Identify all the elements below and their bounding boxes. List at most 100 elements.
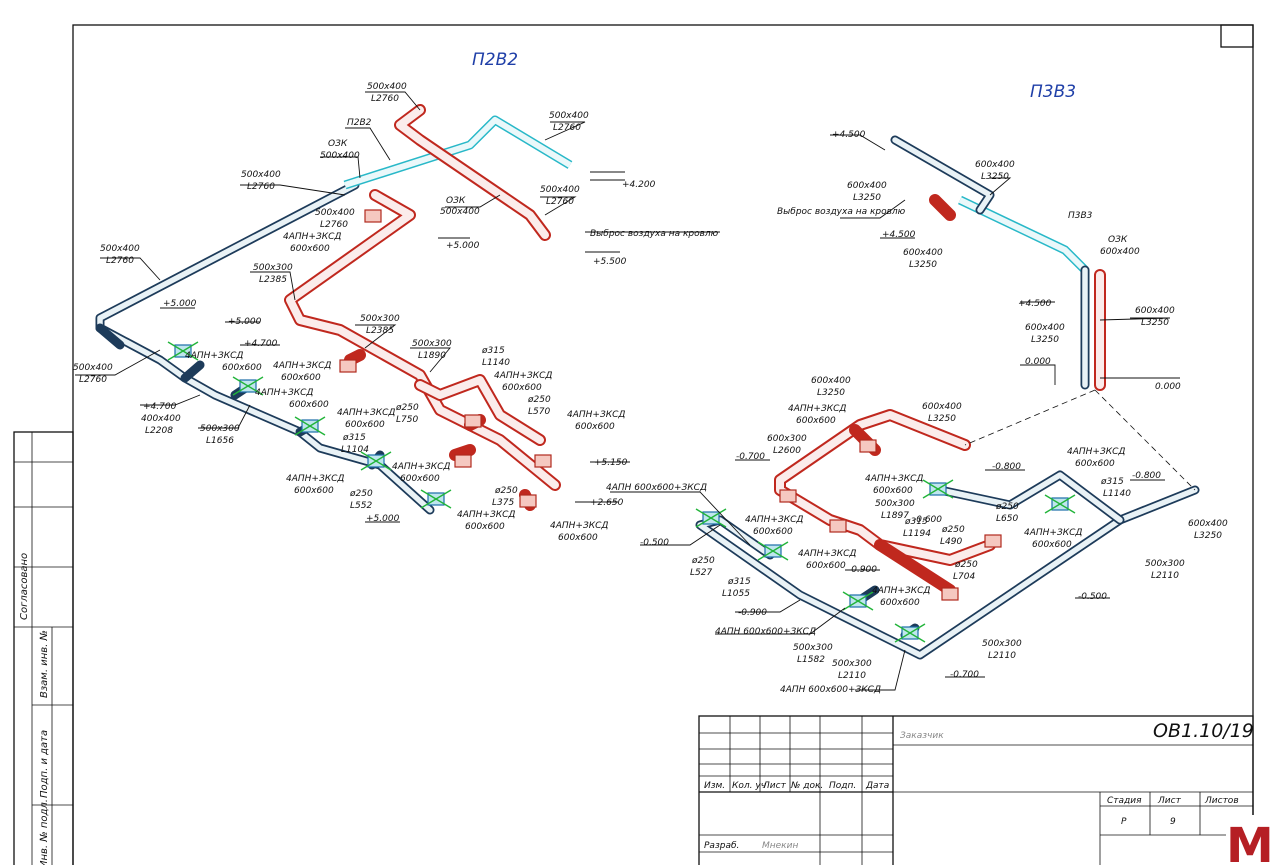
lbl-p2v2-l2-b: L2760 xyxy=(247,182,275,192)
tb-zakazchik: Заказчик xyxy=(900,731,944,741)
lbl-p2v2-c3-a: ø250 xyxy=(395,403,419,413)
lbl-p3v3-d5a: 4АПН+ЗКСД xyxy=(1024,528,1082,538)
lbl-p3v3-ozk-b: 600х400 xyxy=(1100,247,1140,257)
logo-letter: M xyxy=(1226,818,1274,865)
lbl-p3v3-m-a: ø250 xyxy=(995,502,1019,512)
diffusers xyxy=(167,209,1076,643)
lbl-p2v2-r1-b: L2385 xyxy=(259,275,287,285)
lvl-m0800a: -0.800 xyxy=(992,462,1021,472)
lbl-p3v3-q-a: 500х300 xyxy=(982,639,1022,649)
side-vzam: Взам. инв. № xyxy=(39,630,50,698)
lbl-p3v3-d-a: 600х400 xyxy=(1025,323,1065,333)
lbl-p2v2-c4-a: ø315 xyxy=(342,433,366,443)
lbl-p3v3-b-b: L3250 xyxy=(909,260,937,270)
lbl-p2v2-c4-b: L1104 xyxy=(341,445,369,455)
lvl-z0b: 0.000 xyxy=(1155,382,1181,392)
lvl-m0600: -0.600 xyxy=(913,515,942,525)
lvl-p4500a: +4.500 xyxy=(832,130,866,140)
lvl-p4200: +4.200 xyxy=(622,180,656,190)
lbl-p3v3-o-a: 600х400 xyxy=(1188,519,1228,529)
side-inv: Инв. № подл. xyxy=(39,799,50,865)
lbl-p3v3-f-b: L3250 xyxy=(928,414,956,424)
lbl-p3v3-o-b: L3250 xyxy=(1194,531,1222,541)
tb-col-kol: Кол. уч xyxy=(732,781,766,791)
lbl-diff-1: 4АПН+ЗКСД xyxy=(283,232,341,242)
lbl-d9a: 4АПН+ЗКСД xyxy=(286,474,344,484)
lbl-p3v3-u-a: ø315 xyxy=(727,577,751,587)
lbl-p3v3-j-b: L1194 xyxy=(903,529,931,539)
lbl-p2v2-c1-a: ø315 xyxy=(481,346,505,356)
lbl-p3v3-j-a: ø315 xyxy=(904,517,928,527)
lvl-m0700a: -0.700 xyxy=(736,452,765,462)
lbl-p3v3-top-b: L3250 xyxy=(981,172,1009,182)
tb-code: ОВ1.10/19 xyxy=(1153,720,1254,742)
lbl-p3v3-l-a: ø250 xyxy=(954,560,978,570)
tb-col-list: Лист xyxy=(762,781,787,791)
lbl-p3v3-d3b: 600х600 xyxy=(873,486,913,496)
lbl-d6b: 600х600 xyxy=(502,383,542,393)
lvl-p5150: +5.150 xyxy=(594,458,628,468)
lbl-p3v3-h-a: 600х300 xyxy=(767,434,807,444)
lbl-p3v3-d-b: L3250 xyxy=(1031,335,1059,345)
lbl-p3v3-d7b: 600х600 xyxy=(880,598,920,608)
tb-col-podp: Подп. xyxy=(829,781,856,791)
lbl-p3v3-i-b: L1897 xyxy=(881,511,909,521)
lbl-p3v3-a-a: 600х400 xyxy=(847,181,887,191)
p3v3-cyan-ducts xyxy=(958,195,1089,274)
tb-list-val: 9 xyxy=(1170,817,1176,827)
lbl-p2v2-l3-b: L2760 xyxy=(106,256,134,266)
p3v3-supply-ducts xyxy=(695,470,1200,660)
lbl-p2v2-ozk1-b: 500х400 xyxy=(320,151,360,161)
lbl-p3v3-d2b: 600х600 xyxy=(1075,459,1115,469)
lbl-p3v3-d1a: 4АПН+ЗКСД xyxy=(788,404,846,414)
lbl-d5b: 600х600 xyxy=(345,420,385,430)
lvl-p5000b: +5.000 xyxy=(163,299,197,309)
lvl-m0700b: -0.700 xyxy=(950,670,979,680)
lbl-p3v3-long3: 4АПН 600х600+ЗКСД xyxy=(606,483,707,493)
lvl-p5500: +5.500 xyxy=(593,257,627,267)
lbl-d4b: 600х600 xyxy=(289,400,329,410)
lbl-p2v2-c5-a: ø250 xyxy=(349,489,373,499)
lbl-p3v3-n-a: ø315 xyxy=(1100,477,1124,487)
lbl-p2v2-c6-a: ø250 xyxy=(494,486,518,496)
lbl-d7b: 600х600 xyxy=(575,422,615,432)
lbl-p2v2-c3-b: L750 xyxy=(396,415,418,425)
lbl-p2v2-ozk2-b: 500х400 xyxy=(440,207,480,217)
lbl-p3v3-r-b: L2110 xyxy=(838,671,866,681)
lbl-p3v3-ozk-a: ОЗК xyxy=(1108,235,1128,245)
lbl-p2v2-l1-a: 500х400 xyxy=(540,185,580,195)
tb-stadia-val: Р xyxy=(1121,817,1127,827)
lbl-d10b: 600х600 xyxy=(465,522,505,532)
tb-listov: Листов xyxy=(1204,796,1239,806)
lbl-p3v3-d6a: 4АПН+ЗКСД xyxy=(798,549,856,559)
lbl-p2v2-r3-b: L1890 xyxy=(418,351,446,361)
lbl-p2v2-r2-b: L2385 xyxy=(366,326,394,336)
lbl-d3b: 600х600 xyxy=(281,373,321,383)
tb-col-izm: Изм. xyxy=(704,781,725,791)
lvl-m0900a: -0.900 xyxy=(848,565,877,575)
lbl-p3v3-long1: 4АПН 600х600+ЗКСД xyxy=(715,627,816,637)
lbl-p3v3-k-b: L490 xyxy=(940,537,962,547)
lbl-p2v2-l1-b: L2760 xyxy=(546,197,574,207)
system-title-p3v3: П3В3 xyxy=(1030,82,1076,102)
sheet-frame xyxy=(72,24,1254,865)
lbl-vyb1: Выброс воздуха на кровлю xyxy=(590,229,719,239)
lbl-d11b: 600х600 xyxy=(558,533,598,543)
leader-lines xyxy=(75,91,1180,691)
lbl-p2v2-b2-a: 500х300 xyxy=(200,424,240,434)
lbl-p3v3-p-a: 500х300 xyxy=(1145,559,1185,569)
lvl-p4700b: +4.700 xyxy=(143,402,177,412)
lbl-p3v3-r-a: 500х300 xyxy=(832,659,872,669)
side-soglasovano: Согласовано xyxy=(19,553,30,620)
lbl-p3v3-m-b: L650 xyxy=(996,514,1018,524)
lvl-p5000a: +5.000 xyxy=(446,241,480,251)
tb-col-doc: № док. xyxy=(790,781,823,791)
corner-logo: M xyxy=(1226,815,1276,865)
p2v2-exhaust-ducts xyxy=(284,104,561,511)
lbl-d5a: 4АПН+ЗКСД xyxy=(337,408,395,418)
lbl-d8a: 4АПН+ЗКСД xyxy=(392,462,450,472)
lbl-p3v3-f-a: 600х400 xyxy=(922,402,962,412)
lbl-p2v2-small: П2В2 xyxy=(347,118,372,128)
lbl-p3v3-t-a: ø250 xyxy=(691,556,715,566)
